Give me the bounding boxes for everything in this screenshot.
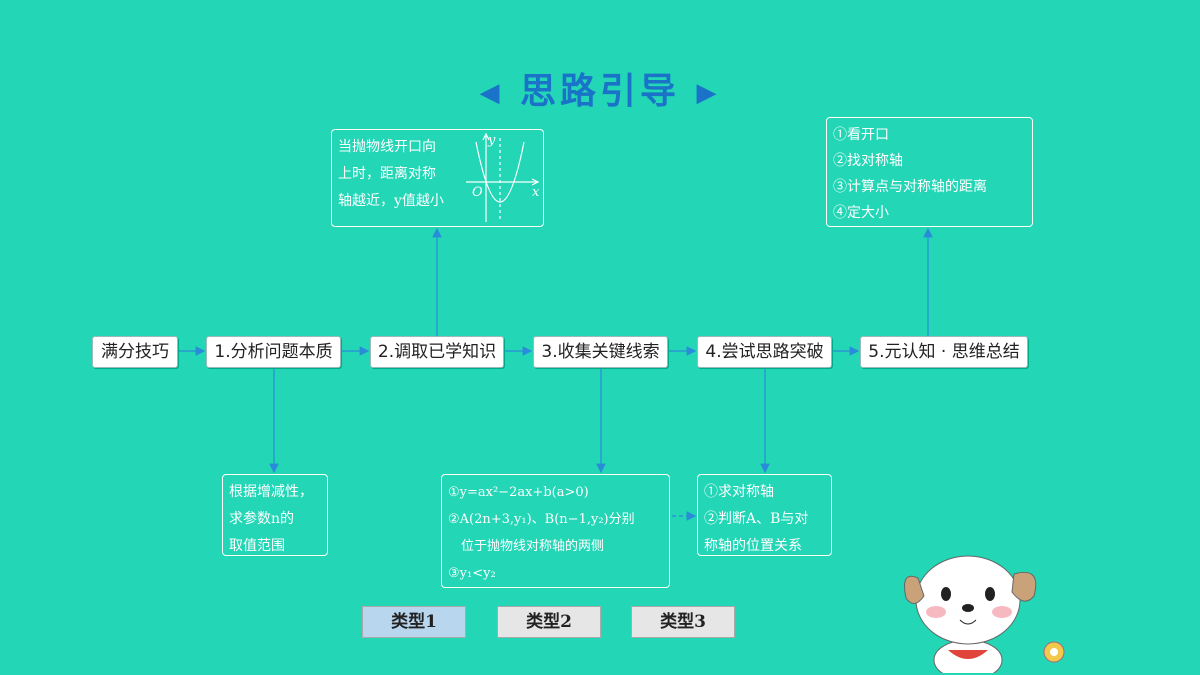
flow-step-summary: 5.元认知 · 思维总结 (860, 336, 1028, 368)
analysis-line: 取值范围 (229, 538, 285, 554)
flow-step-clues: 3.收集关键线索 (533, 336, 668, 368)
clues-note: ①y=ax²−2ax+b(a>0) ②A(2n+3,y₁)、B(n−1,y₂)分… (441, 474, 670, 588)
graph-origin-label: O (472, 185, 483, 200)
summary-line: ①看开口 (833, 127, 889, 143)
graph-y-label: y (487, 133, 496, 148)
flow-step-analyze: 1.分析问题本质 (206, 336, 341, 368)
parabola-graph-icon: y x O (466, 132, 540, 222)
summary-line: ④定大小 (833, 205, 889, 221)
summary-line: ②找对称轴 (833, 153, 903, 169)
breakthrough-line: 称轴的位置关系 (704, 538, 802, 554)
analysis-note: 根据增减性， 求参数n的 取值范围 (222, 474, 328, 556)
page-title: ◀ 思路引导 ▶ (0, 62, 1200, 114)
tab-type-3[interactable]: 类型3 (631, 606, 735, 638)
clues-line: ③y₁<y₂ (448, 566, 496, 581)
tab-type-1[interactable]: 类型1 (362, 606, 466, 638)
summary-line: ③计算点与对称轴的距离 (833, 179, 987, 195)
knowledge-line: 上时，距离对称 (338, 166, 436, 182)
breakthrough-line: ②判断A、B与对 (704, 511, 809, 527)
breakthrough-line: ①求对称轴 (704, 484, 774, 500)
analysis-line: 根据增减性， (229, 484, 313, 500)
clues-line: ①y=ax²−2ax+b(a>0) (448, 485, 589, 500)
knowledge-line: 轴越近，y值越小 (338, 193, 444, 209)
title-text: 思路引导 (519, 71, 680, 112)
knowledge-line: 当抛物线开口向 (338, 139, 436, 155)
flow-step-breakthrough: 4.尝试思路突破 (697, 336, 832, 368)
tab-type-2[interactable]: 类型2 (497, 606, 601, 638)
breakthrough-note: ①求对称轴 ②判断A、B与对 称轴的位置关系 (697, 474, 832, 556)
flow-step-recall: 2.调取已学知识 (370, 336, 504, 368)
flow-step-skills: 满分技巧 (92, 336, 178, 368)
next-arrow-icon[interactable]: ▶ (696, 78, 721, 108)
clues-line: 位于抛物线对称轴的两侧 (448, 539, 605, 554)
summary-note: ①看开口 ②找对称轴 ③计算点与对称轴的距离 ④定大小 (826, 117, 1033, 227)
clues-line: ②A(2n+3,y₁)、B(n−1,y₂)分别 (448, 512, 635, 527)
puppy-mascot-icon (904, 555, 1065, 673)
graph-x-label: x (532, 185, 540, 200)
knowledge-note: 当抛物线开口向 上时，距离对称 轴越近，y值越小 y x O (331, 129, 544, 227)
prev-arrow-icon[interactable]: ◀ (479, 78, 504, 108)
analysis-line: 求参数n的 (229, 511, 295, 527)
